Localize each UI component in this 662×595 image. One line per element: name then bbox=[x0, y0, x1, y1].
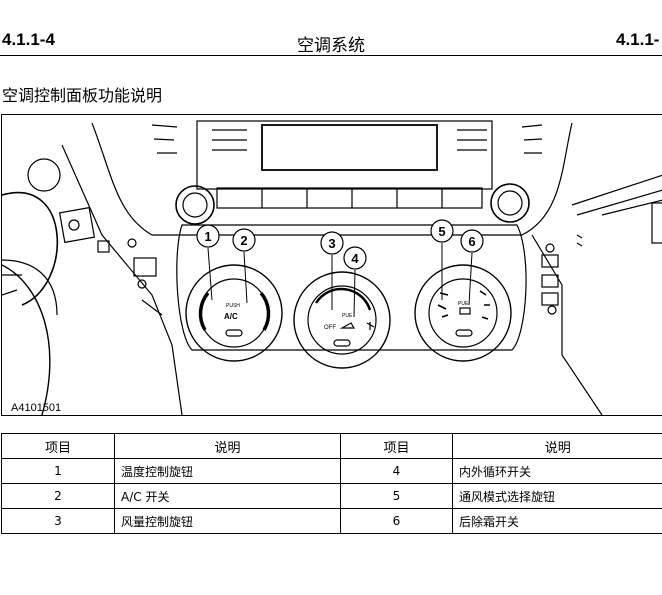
callout-5 bbox=[430, 219, 454, 243]
item-description: 风量控制旋钮 bbox=[114, 508, 341, 534]
page-header-title: 空调系统 bbox=[297, 36, 365, 56]
ac-label: A/C bbox=[224, 312, 238, 321]
callout-2 bbox=[232, 228, 256, 252]
header-item-b: 项目 bbox=[340, 433, 453, 459]
header-desc-a: 说明 bbox=[114, 433, 341, 459]
page-code-right: 4.1.1- bbox=[616, 30, 660, 49]
callout-label-2: 2 bbox=[240, 233, 247, 248]
item-description: 内外循环开关 bbox=[452, 458, 662, 484]
item-number: 2 bbox=[1, 483, 115, 509]
push-label: PUSH bbox=[226, 303, 240, 309]
callout-label-1: 1 bbox=[204, 229, 211, 244]
callout-3 bbox=[320, 231, 344, 255]
header-desc-b: 说明 bbox=[452, 433, 662, 459]
item-number: 6 bbox=[340, 508, 453, 534]
panel-figure: PUSH A/C PUE OFF PUE bbox=[1, 114, 662, 416]
callout-label-4: 4 bbox=[351, 251, 359, 266]
item-description: 温度控制旋钮 bbox=[114, 458, 341, 484]
callout-4 bbox=[343, 246, 367, 270]
section-title: 空调控制面板功能说明 bbox=[2, 86, 163, 105]
mode-rec-label: PUE bbox=[458, 301, 469, 307]
item-number: 5 bbox=[340, 483, 453, 509]
panel-illustration: PUSH A/C PUE OFF PUE bbox=[2, 120, 662, 415]
item-description: 后除霜开关 bbox=[452, 508, 662, 534]
table-row: 3 风量控制旋钮 6 后除霜开关 bbox=[1, 508, 662, 534]
figure-code: A4101501 bbox=[11, 402, 62, 414]
legend-header-row: 项目 说明 项目 说明 bbox=[1, 433, 662, 459]
callout-label-3: 3 bbox=[328, 236, 335, 251]
item-number: 1 bbox=[1, 458, 115, 484]
callout-6 bbox=[460, 229, 484, 253]
table-row: 1 温度控制旋钮 4 内外循环开关 bbox=[1, 458, 662, 484]
page-code-left: 4.1.1-4 bbox=[2, 30, 55, 49]
item-description: A/C 开关 bbox=[114, 483, 341, 509]
off-label: OFF bbox=[324, 325, 336, 331]
item-number: 3 bbox=[1, 508, 115, 534]
header-rule bbox=[0, 55, 662, 56]
header-item-a: 项目 bbox=[1, 433, 115, 459]
item-description: 通风模式选择旋钮 bbox=[452, 483, 662, 509]
item-number: 4 bbox=[340, 458, 453, 484]
table-row: 2 A/C 开关 5 通风模式选择旋钮 bbox=[1, 483, 662, 509]
legend-table: 项目 说明 项目 说明 1 温度控制旋钮 4 内外循环开关 2 A/C 开关 5… bbox=[1, 433, 662, 534]
callout-1 bbox=[196, 224, 220, 248]
callout-label-5: 5 bbox=[438, 224, 445, 239]
callout-label-6: 6 bbox=[468, 234, 475, 249]
rec-label: PUE bbox=[342, 313, 353, 319]
